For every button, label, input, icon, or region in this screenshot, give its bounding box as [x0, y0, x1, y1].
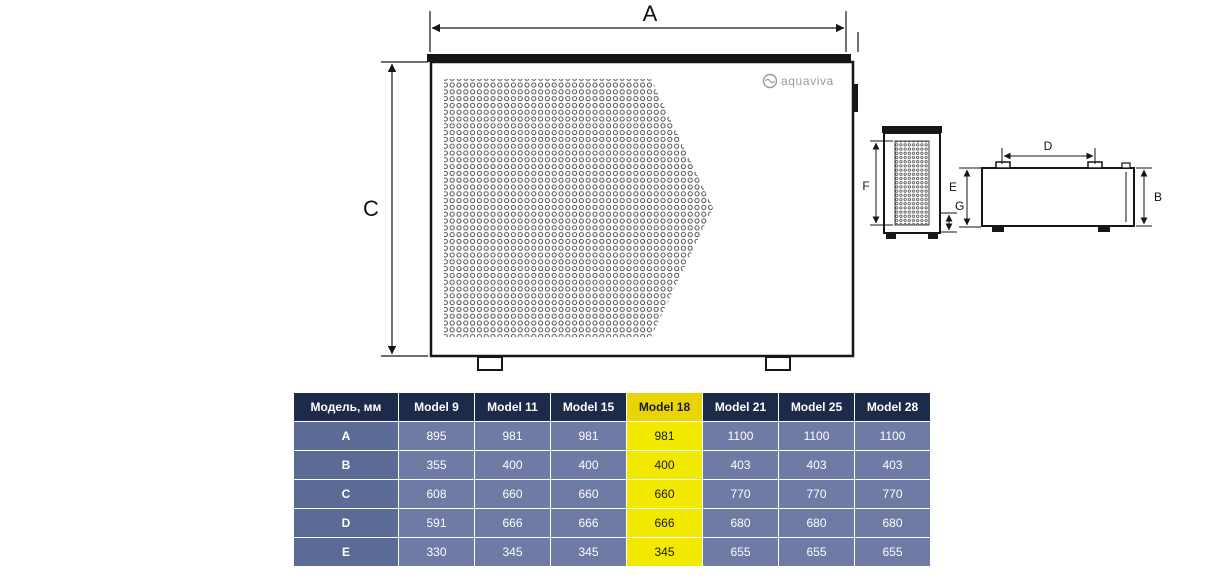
row-label-cell: E: [293, 537, 399, 567]
table-row: B 355 400 400 400 403 403 403: [293, 450, 931, 480]
table-cell-highlighted: 345: [626, 537, 703, 567]
table-cell-highlighted: 660: [626, 479, 703, 509]
table-cell-highlighted: 981: [626, 421, 703, 451]
brand-logo-text: aquaviva: [781, 74, 834, 88]
table-cell: 400: [550, 450, 627, 480]
row-label-cell: B: [293, 450, 399, 480]
table-cell: 345: [550, 537, 627, 567]
table-header-cell: Модель, мм: [293, 392, 399, 422]
table-cell: 660: [550, 479, 627, 509]
table-cell: 981: [474, 421, 551, 451]
dim-label-g: G: [955, 199, 964, 213]
side-bracket: [852, 84, 858, 112]
side-grille: [894, 140, 930, 226]
table-cell: 770: [854, 479, 931, 509]
dim-label-c: C: [363, 196, 379, 221]
dimension-a: [429, 11, 859, 52]
row-label-cell: D: [293, 508, 399, 538]
dim-label-d: D: [1044, 139, 1053, 153]
dim-label-a: A: [643, 1, 658, 26]
dimension-g: [941, 212, 957, 233]
table-cell: 895: [398, 421, 475, 451]
dimension-b: [1136, 167, 1152, 227]
table-header-cell: Model 9: [398, 392, 475, 422]
table-cell: 1100: [702, 421, 779, 451]
front-view: [427, 54, 858, 371]
top-flange: [427, 54, 851, 62]
table-header-cell: Model 28: [854, 392, 931, 422]
dim-label-e: E: [949, 180, 957, 194]
dimension-c: [381, 61, 428, 357]
table-cell: 591: [398, 508, 475, 538]
table-cell-highlighted: 666: [626, 508, 703, 538]
table-header-cell: Model 21: [702, 392, 779, 422]
table-cell-highlighted: 400: [626, 450, 703, 480]
table-row: C 608 660 660 660 770 770 770: [293, 479, 931, 509]
table-cell: 1100: [854, 421, 931, 451]
table-header-cell: Model 15: [550, 392, 627, 422]
side-view: [882, 126, 942, 239]
table-cell: 655: [778, 537, 855, 567]
table-cell: 655: [854, 537, 931, 567]
brand-logo-wave: [765, 78, 775, 84]
table-cell: 330: [398, 537, 475, 567]
table-cell: 680: [778, 508, 855, 538]
dim-label-f: F: [862, 179, 869, 193]
table-cell: 403: [778, 450, 855, 480]
table-cell: 666: [550, 508, 627, 538]
table-cell: 345: [474, 537, 551, 567]
dimension-d: [1001, 148, 1096, 164]
top-view: [981, 161, 1135, 232]
dimension-f: [870, 140, 893, 226]
table-cell: 770: [702, 479, 779, 509]
row-label-cell: A: [293, 421, 399, 451]
table-cell: 981: [550, 421, 627, 451]
table-row: D 591 666 666 666 680 680 680: [293, 508, 931, 538]
table-cell: 1100: [778, 421, 855, 451]
table-cell: 660: [474, 479, 551, 509]
foot-right: [765, 356, 791, 371]
fan-grille: [444, 79, 713, 337]
table-row: A 895 981 981 981 1100 1100 1100: [293, 421, 931, 451]
table-cell: 403: [702, 450, 779, 480]
table-header-row: Модель, мм Model 9 Model 11 Model 15 Mod…: [293, 392, 931, 422]
table-cell: 403: [854, 450, 931, 480]
dimension-diagram: aquaviva A C F: [363, 1, 1162, 371]
table-cell: 400: [474, 450, 551, 480]
row-label-cell: C: [293, 479, 399, 509]
dim-label-b: B: [1154, 190, 1162, 204]
dimension-e: [959, 167, 981, 228]
dimensions-table: Модель, мм Model 9 Model 11 Model 15 Mod…: [293, 392, 931, 567]
brand-logo-icon: [762, 73, 778, 89]
table-cell: 666: [474, 508, 551, 538]
table-cell: 608: [398, 479, 475, 509]
table-cell: 770: [778, 479, 855, 509]
table-cell: 680: [702, 508, 779, 538]
brand-logo: aquaviva: [762, 73, 834, 89]
table-header-cell: Model 25: [778, 392, 855, 422]
foot-left: [477, 356, 503, 371]
table-cell: 680: [854, 508, 931, 538]
table-header-cell-highlighted: Model 18: [626, 392, 703, 422]
table-header-cell: Model 11: [474, 392, 551, 422]
table-row: E 330 345 345 345 655 655 655: [293, 537, 931, 567]
table-cell: 355: [398, 450, 475, 480]
table-cell: 655: [702, 537, 779, 567]
